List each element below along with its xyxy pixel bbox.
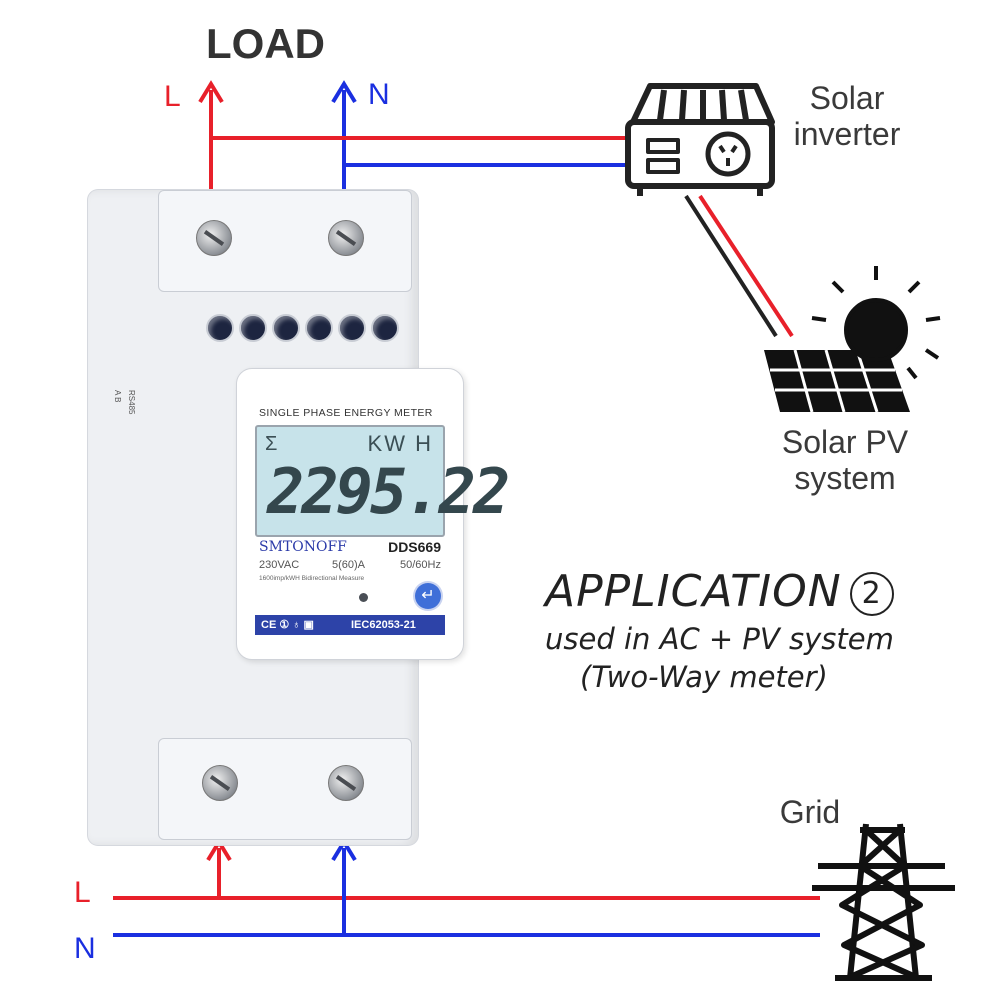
certification-strip: CE ① ♁ ▣ IEC62053-21 [255, 615, 445, 635]
meter-header: SINGLE PHASE ENERGY METER [259, 407, 433, 419]
load-live-arrow [198, 80, 224, 104]
rs485-terminal-row [206, 314, 406, 344]
bottom-neutral-screw [328, 765, 364, 801]
meter-measure-note: 1600imp/kWH Bidirectional Measure [259, 575, 365, 582]
meter-model: DDS669 [388, 539, 441, 555]
terminal [239, 314, 267, 342]
energy-meter: RS485 A B SINGLE PHASE ENERGY METER Σ KW… [88, 190, 510, 845]
inverter-neutral-wire [342, 163, 628, 195]
top-neutral-label: N [368, 78, 390, 111]
lcd-reading: 2295.22 [267, 455, 510, 528]
side-label-ab: A B [113, 390, 122, 403]
top-live-screw [196, 220, 232, 256]
bottom-live-label: L [74, 876, 91, 909]
meter-voltage: 230VAC [259, 559, 300, 571]
terminal [371, 314, 399, 342]
meter-side-label: RS485 A B [106, 380, 146, 670]
pv-negative-wire [684, 194, 778, 338]
inverter-caption-line1: Solar [809, 80, 885, 116]
terminal [272, 314, 300, 342]
application-number: 2 [849, 572, 894, 616]
pv-caption-line1: Solar PV [781, 424, 909, 460]
lcd-display: Σ KW H 2295.22 [255, 425, 510, 537]
terminal [338, 314, 366, 342]
meter-front-panel: SINGLE PHASE ENERGY METER Σ KW H 2295.22… [236, 368, 510, 660]
inverter-caption: Solar inverter [782, 80, 912, 152]
pv-caption: Solar PV system [760, 424, 930, 496]
meter-bottom-terminal-cover [158, 738, 412, 840]
top-neutral-screw [328, 220, 364, 256]
terminal [305, 314, 333, 342]
solar-inverter-icon [625, 83, 775, 196]
application-line2: (Two-Way meter) [580, 660, 828, 694]
lcd-sum-symbol: Σ [265, 433, 278, 455]
side-label-rs485: RS485 [127, 390, 136, 415]
transmission-tower-icon [812, 823, 955, 981]
bottom-live-screw [202, 765, 238, 801]
load-neutral-arrow [331, 80, 357, 104]
cert-marks: CE ① ♁ ▣ [261, 619, 314, 631]
cert-standard: IEC62053-21 [351, 619, 416, 631]
meter-current: 5(60)A [332, 559, 366, 571]
load-title: LOAD [206, 20, 325, 67]
meter-frequency: 50/60Hz [400, 559, 441, 571]
bottom-neutral-label: N [74, 932, 96, 965]
terminal [206, 314, 234, 342]
pv-caption-line2: system [794, 460, 896, 496]
meter-brand: SMTONOFF [259, 539, 347, 555]
grid-caption: Grid [779, 794, 841, 830]
solar-panel-icon [764, 349, 910, 413]
inverter-caption-line2: inverter [793, 116, 901, 152]
pulse-led [359, 593, 368, 602]
application-title-text: APPLICATION [545, 566, 842, 617]
sun-icon [811, 266, 941, 380]
enter-button[interactable]: ↵ [415, 583, 441, 609]
top-live-label: L [164, 80, 181, 113]
pv-positive-wire [698, 194, 794, 338]
lcd-unit: KW H [367, 431, 433, 456]
application-line1: used in AC + PV system [545, 622, 894, 656]
